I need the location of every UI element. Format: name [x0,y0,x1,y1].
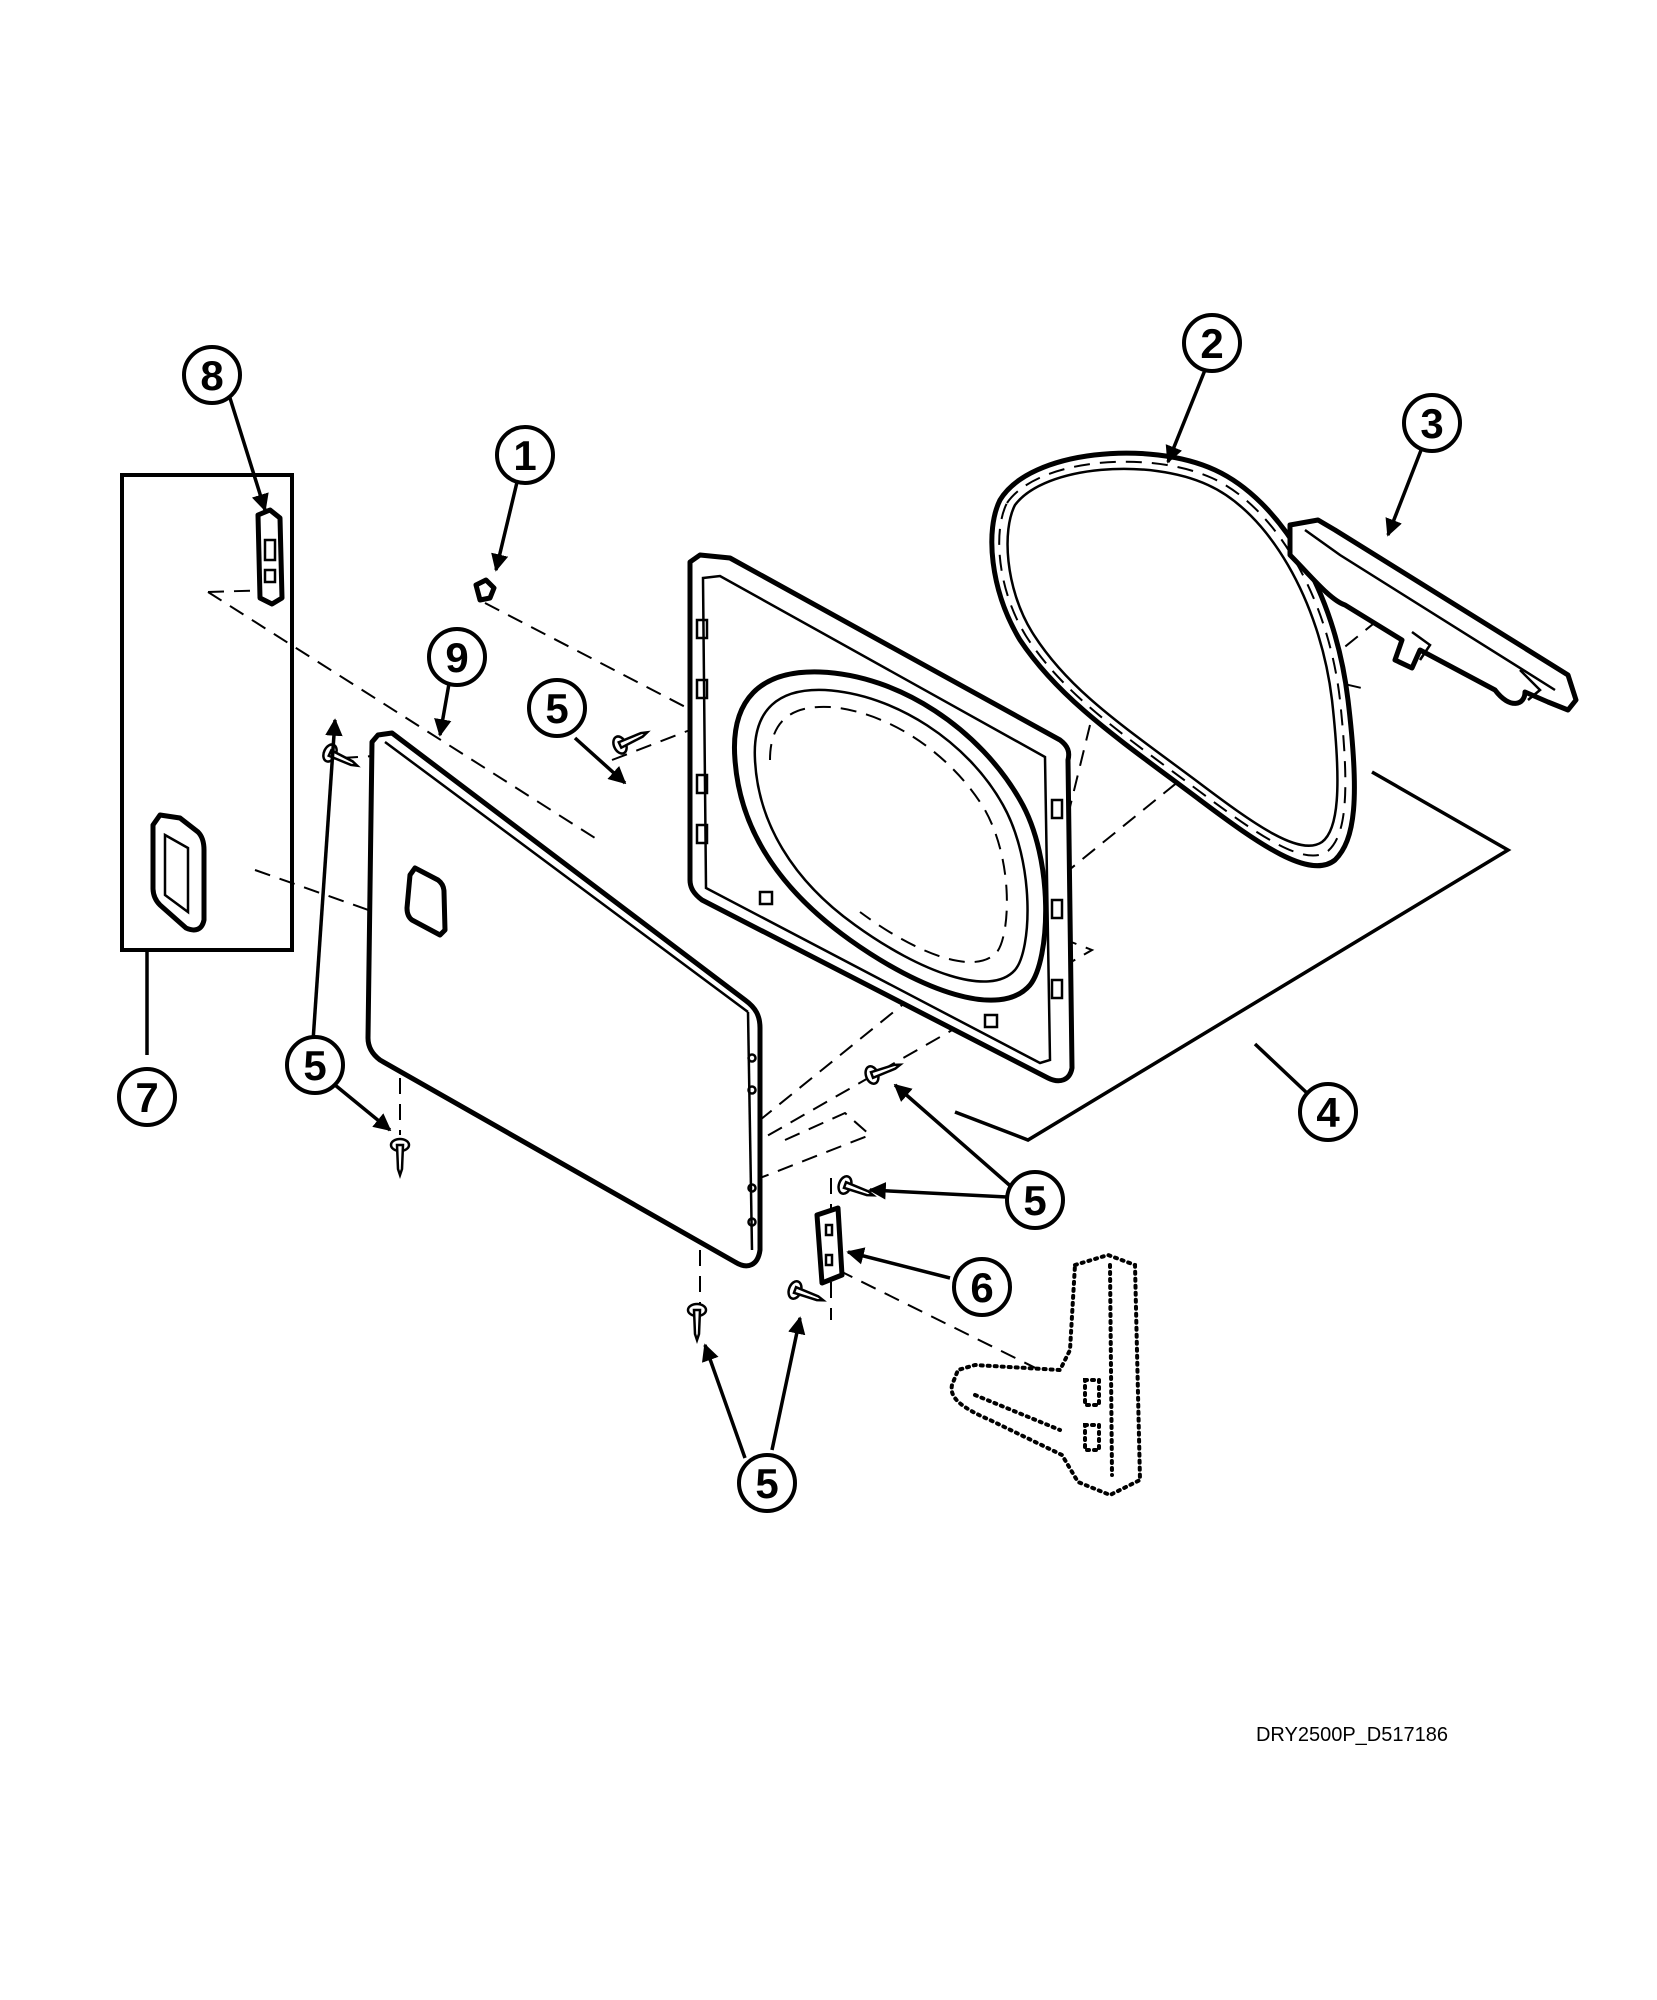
svg-text:8: 8 [200,352,223,399]
svg-text:5: 5 [545,685,568,732]
cabinet-phantom [949,1252,1143,1498]
callout-6: 6 [952,1257,1012,1317]
screw-frame-bottom [864,1063,904,1085]
svg-text:6: 6 [970,1264,993,1311]
callout-5-right: 5 [1005,1170,1065,1230]
callout-8: 8 [182,345,242,405]
svg-text:1: 1 [513,432,536,479]
svg-text:3: 3 [1420,400,1443,447]
part-2-gasket [989,450,1357,869]
svg-text:5: 5 [755,1460,778,1507]
screw-bottom-left [389,1137,411,1179]
callout-3: 3 [1402,393,1462,453]
svg-text:5: 5 [1023,1177,1046,1224]
callout-9: 9 [427,627,487,687]
callout-7: 7 [117,1067,177,1127]
callout-4: 4 [1298,1082,1358,1142]
svg-text:4: 4 [1316,1089,1340,1136]
svg-text:7: 7 [135,1074,158,1121]
callout-5-upper-middle: 5 [527,678,587,738]
part-7-detail-box [120,473,294,952]
part-8-latch-strike [255,507,285,607]
callout-5-left: 5 [285,1035,345,1095]
screw-frame-left [612,730,651,755]
part-6-hinge [814,1205,845,1286]
part-9-door-panel [365,730,763,1269]
door-frame [687,552,1075,1084]
leader-lines [145,369,1427,1459]
part-1-clip [473,577,497,603]
callout-2: 2 [1182,313,1242,373]
callout-1: 1 [495,425,555,485]
svg-text:9: 9 [445,634,468,681]
part-4-outline [954,770,1512,1142]
callout-5-bottom: 5 [737,1453,797,1513]
part-7-door-handle [150,812,207,933]
part-3-handle-bracket [1287,517,1579,713]
svg-text:2: 2 [1200,320,1223,367]
screws [322,730,904,1344]
drawing-code: DRY2500P_D517186 [1256,1724,1448,1746]
screw-hinge-bottom [787,1280,827,1302]
screw-panel-bottom [686,1302,708,1344]
svg-text:5: 5 [303,1042,326,1089]
